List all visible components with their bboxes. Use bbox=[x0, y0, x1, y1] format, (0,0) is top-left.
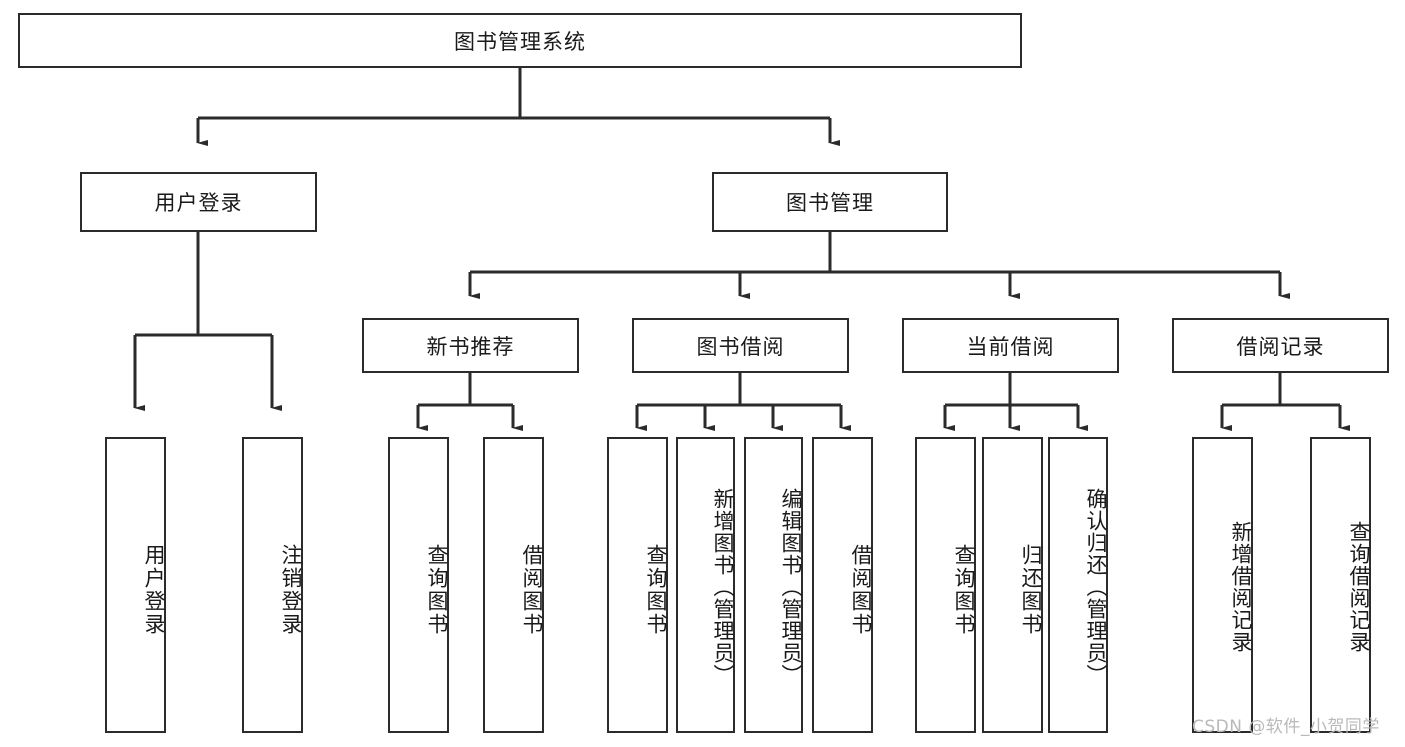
node-label: 新增图书（管理员） bbox=[711, 488, 735, 686]
node-label: 查询图书 bbox=[644, 544, 668, 636]
leaf-record-query-record[interactable]: 查询借阅记录 bbox=[1310, 437, 1371, 733]
leaf-borrow-edit-book-admin[interactable]: 编辑图书（管理员） bbox=[744, 437, 803, 733]
leaf-record-add-record[interactable]: 新增借阅记录 bbox=[1192, 437, 1253, 733]
node-label: 当前借阅 bbox=[966, 334, 1055, 359]
leaf-borrow-add-book-admin[interactable]: 新增图书（管理员） bbox=[676, 437, 735, 733]
node-label: 归还图书 bbox=[1019, 544, 1043, 636]
node-label: 图书管理 bbox=[786, 191, 874, 215]
node-borrow-record[interactable]: 借阅记录 bbox=[1172, 318, 1389, 373]
node-book-borrow[interactable]: 图书借阅 bbox=[632, 318, 849, 373]
leaf-current-return-book[interactable]: 归还图书 bbox=[982, 437, 1043, 733]
node-label: 查询借阅记录 bbox=[1347, 521, 1371, 653]
node-new-book-recommend[interactable]: 新书推荐 bbox=[362, 318, 579, 373]
node-label: 图书管理系统 bbox=[454, 29, 586, 54]
node-label: 查询图书 bbox=[425, 544, 449, 636]
leaf-current-query-book[interactable]: 查询图书 bbox=[915, 437, 976, 733]
leaf-user-login-signout[interactable]: 注销登录 bbox=[242, 437, 303, 733]
node-label: 编辑图书（管理员） bbox=[779, 488, 803, 686]
leaf-borrow-query-book[interactable]: 查询图书 bbox=[607, 437, 668, 733]
node-label: 查询图书 bbox=[952, 544, 976, 636]
node-label: 用户登录 bbox=[154, 191, 243, 215]
node-label: 新增借阅记录 bbox=[1229, 521, 1253, 653]
leaf-recommend-borrow-book[interactable]: 借阅图书 bbox=[483, 437, 544, 733]
node-label: 借阅记录 bbox=[1236, 334, 1325, 359]
leaf-user-login-signin[interactable]: 用户登录 bbox=[105, 437, 166, 733]
leaf-current-confirm-return-admin[interactable]: 确认归还（管理员） bbox=[1048, 437, 1108, 733]
csdn-watermark: CSDN @软件_小贺同学 bbox=[1192, 717, 1380, 737]
node-book-management[interactable]: 图书管理 bbox=[712, 172, 948, 232]
node-current-borrow[interactable]: 当前借阅 bbox=[902, 318, 1119, 373]
node-label: 确认归还（管理员） bbox=[1084, 488, 1108, 686]
node-label: 新书推荐 bbox=[426, 334, 515, 359]
node-root-system[interactable]: 图书管理系统 bbox=[18, 13, 1022, 68]
node-label: 借阅图书 bbox=[520, 544, 544, 636]
node-user-login[interactable]: 用户登录 bbox=[80, 172, 317, 232]
node-label: 图书借阅 bbox=[696, 334, 785, 359]
leaf-recommend-query-book[interactable]: 查询图书 bbox=[388, 437, 449, 733]
node-label: 借阅图书 bbox=[849, 544, 873, 636]
node-label: 用户登录 bbox=[142, 544, 166, 636]
node-label: 注销登录 bbox=[279, 544, 303, 636]
leaf-borrow-borrow-book[interactable]: 借阅图书 bbox=[812, 437, 873, 733]
